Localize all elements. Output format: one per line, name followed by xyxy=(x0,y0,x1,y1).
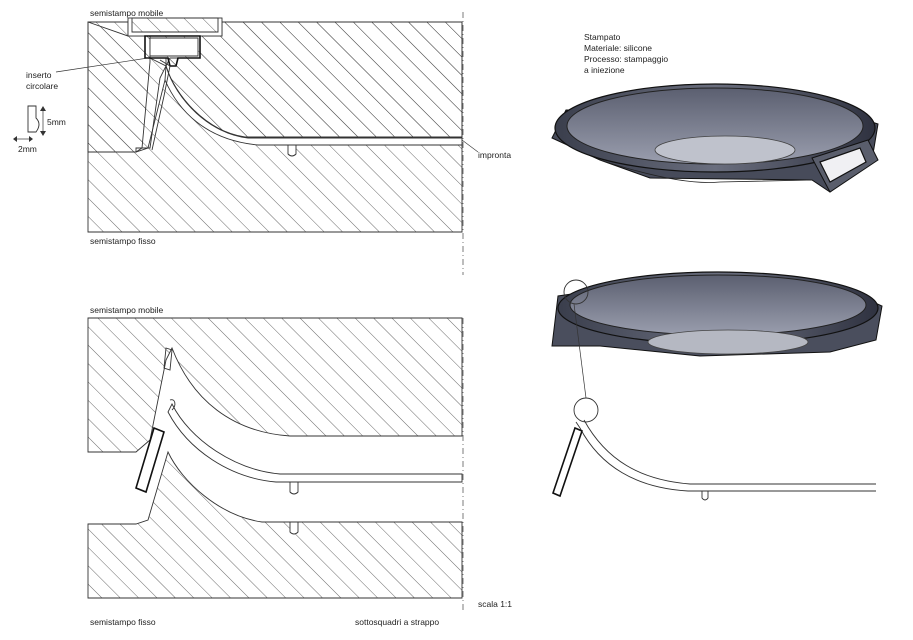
bowl-render-top xyxy=(551,83,879,193)
upper-mold-half-open xyxy=(87,317,463,453)
detail-circle-top xyxy=(563,279,589,305)
scale-label: scala 1:1 xyxy=(478,599,512,609)
top-lower-half-label: semistampo fisso xyxy=(90,236,156,246)
detail-leader xyxy=(573,303,599,423)
dim-horizontal-label: 2mm xyxy=(18,144,37,154)
part-info-line2: Materiale: silicone xyxy=(584,43,652,53)
insert-profile-detail xyxy=(13,105,46,142)
part-profile-detail xyxy=(552,419,876,501)
circular-insert xyxy=(144,35,201,67)
insert-label-2: circolare xyxy=(26,81,58,91)
profile-insert xyxy=(552,427,583,497)
insert-label-1: inserto xyxy=(26,70,52,80)
undercut-label: sottosquadri a strappo xyxy=(355,617,439,627)
insert-leader-line xyxy=(55,57,149,73)
part-info-line4: a iniezione xyxy=(584,65,625,75)
bottom-lower-half-label: semistampo fisso xyxy=(90,617,156,627)
bottom-upper-half-label: semistampo mobile xyxy=(90,305,163,315)
dim-vertical-label: 5mm xyxy=(47,117,66,127)
mold-cavity xyxy=(164,65,463,146)
cavity-label: impronta xyxy=(478,150,511,160)
bowl-render-bottom xyxy=(551,271,883,357)
detail-circle-bottom xyxy=(573,397,599,423)
top-upper-half-label: semistampo mobile xyxy=(90,8,163,18)
part-info-line3: Processo: stampaggio xyxy=(584,54,668,64)
part-info-line1: Stampato xyxy=(584,32,621,42)
open-mold-section xyxy=(87,317,464,610)
closed-mold-section xyxy=(87,12,464,275)
molded-part xyxy=(167,402,463,483)
lower-mold-half-open xyxy=(87,450,463,599)
